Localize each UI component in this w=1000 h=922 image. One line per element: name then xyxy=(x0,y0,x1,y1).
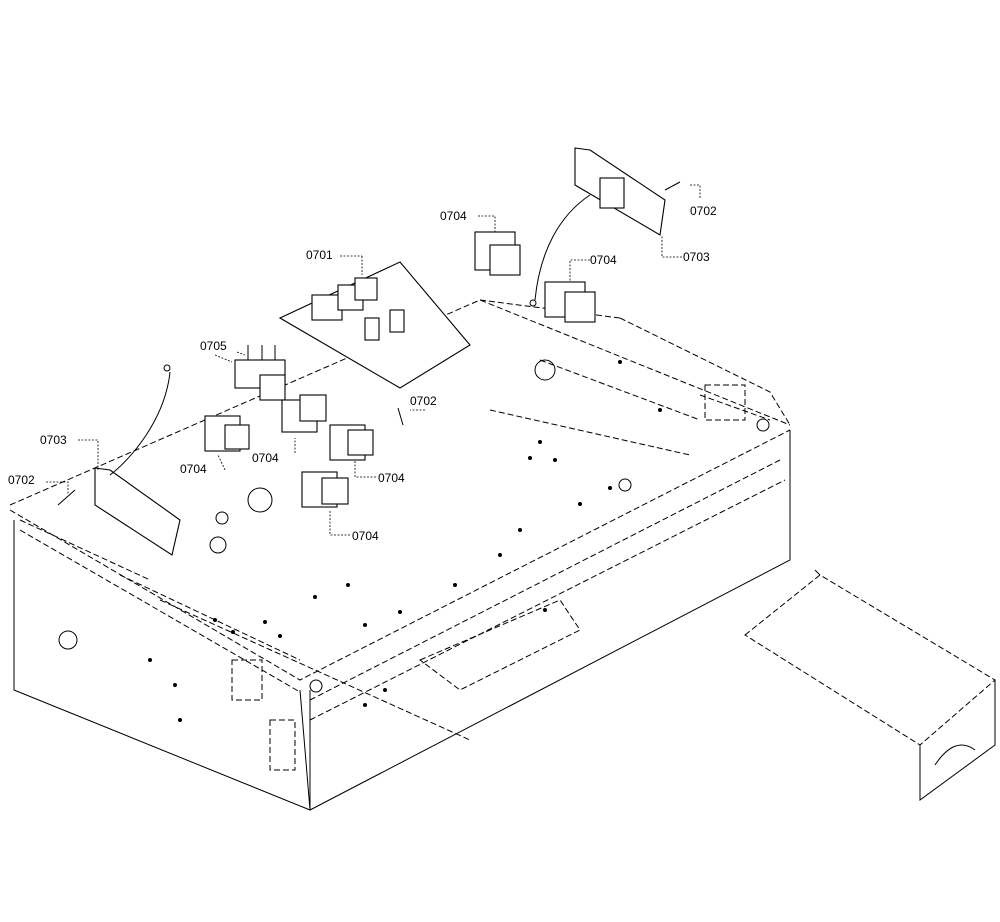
label-0702-b: 0702 xyxy=(410,394,437,408)
label-0705: 0705 xyxy=(200,339,227,353)
chassis-base-pan xyxy=(9,299,791,811)
part-0703-boards xyxy=(94,147,666,556)
leader-lines xyxy=(46,184,701,536)
part-0701-board xyxy=(278,255,471,389)
tray-panel xyxy=(744,569,996,801)
label-0703-b: 0703 xyxy=(683,250,710,264)
label-0704-a: 0704 xyxy=(180,462,207,476)
label-0703-a: 0703 xyxy=(40,433,67,447)
part-0705-transformer xyxy=(234,345,286,401)
label-0704-d: 0704 xyxy=(590,253,617,267)
label-0704-c: 0704 xyxy=(440,209,467,223)
label-0702-a: 0702 xyxy=(8,473,35,487)
label-0704-b: 0704 xyxy=(252,451,279,465)
label-0701: 0701 xyxy=(306,248,333,262)
label-0704-f: 0704 xyxy=(352,529,379,543)
part-0704-relays xyxy=(204,231,596,508)
label-0704-e: 0704 xyxy=(378,471,405,485)
part-0702-screws xyxy=(57,181,681,506)
label-0702-c: 0702 xyxy=(690,204,717,218)
